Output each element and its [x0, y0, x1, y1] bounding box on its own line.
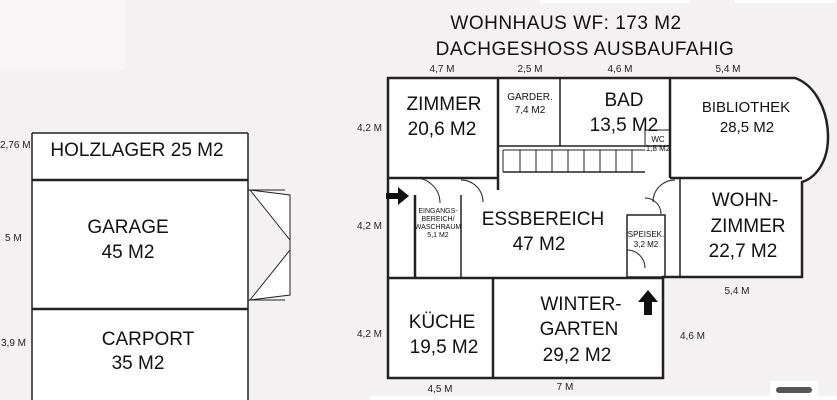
- eingang-line-2: BEREICH/: [421, 216, 454, 223]
- bottom-white-strip: [370, 396, 837, 400]
- speisek-name: SPEISEK.: [628, 230, 664, 239]
- title-line-2: DACHGESHOSS AUSBAUFAHIG: [436, 39, 735, 60]
- dim-garage: 5 M: [5, 233, 22, 244]
- bibliothek-area: 28,5 M2: [720, 119, 774, 136]
- zimmer-area: 20,6 M2: [408, 119, 477, 140]
- bad-area: 13,5 M2: [590, 115, 659, 136]
- kueche-name: KÜCHE: [409, 312, 476, 333]
- wintergarten-line-1: WINTER-: [540, 294, 621, 315]
- bad-name: BAD: [604, 90, 643, 111]
- title-line-1: WOHNHAUS WF: 173 M2: [450, 13, 681, 34]
- top-white-box-1: [540, 0, 690, 3]
- holzlager-label: HOLZLAGER 25 M2: [50, 140, 223, 161]
- carport-name: CARPORT: [102, 329, 195, 350]
- wc-name: WC: [651, 135, 665, 144]
- dim-left-eingang: 4,2 M: [357, 221, 382, 232]
- eingang-line-1: EINGANGS-: [418, 208, 458, 215]
- garder-area: 7,4 M2: [515, 105, 546, 116]
- dim-left-zimmer: 4,2 M: [357, 123, 382, 134]
- wintergarten-line-2: GARTEN: [540, 319, 619, 340]
- eingang-area: 5,1 M2: [427, 232, 449, 239]
- top-white-box-2: [735, 0, 835, 3]
- dim-top-garder: 2,5 M: [517, 64, 542, 75]
- dim-left-kueche: 4,2 M: [357, 329, 382, 340]
- entrance-arrow-icon: [386, 187, 409, 205]
- dim-top-bibliothek: 5,4 M: [715, 64, 740, 75]
- dim-right-wohnzimmer: 5,4 M: [724, 286, 749, 297]
- zimmer-name: ZIMMER: [407, 94, 482, 115]
- dim-holzlager: 2,76 M: [0, 140, 31, 151]
- wc-area: 1,8 M2: [646, 144, 671, 153]
- dim-carport: 3,9 M: [1, 338, 26, 349]
- essbereich-area: 47 M2: [513, 234, 566, 255]
- dim-bottom-wintergarten: 7 M: [557, 382, 574, 393]
- speisek-area: 3,2 M2: [634, 240, 659, 249]
- dim-bottom-kueche: 4,5 M: [427, 384, 452, 395]
- wohnzimmer-line-2: ZIMMER: [711, 216, 786, 237]
- outbuilding: [31, 132, 291, 400]
- house-outline: [386, 76, 830, 380]
- essbereich-name: ESSBEREICH: [482, 209, 604, 230]
- garage-name: GARAGE: [87, 217, 168, 238]
- wintergarten-area: 29,2 M2: [543, 345, 612, 366]
- eingang-line-3: WASCHRAUM: [415, 224, 462, 231]
- kueche-area: 19,5 M2: [410, 337, 479, 358]
- bibliothek-name: BIBLIOTHEK: [702, 99, 790, 116]
- garder-name: GARDER.: [507, 92, 553, 103]
- garage-area: 45 M2: [102, 242, 155, 263]
- dim-right-wintergarten: 4,6 M: [680, 331, 705, 342]
- wohnzimmer-line-1: WOHN-: [712, 190, 778, 211]
- wintergarten-arrow-icon: [638, 290, 658, 315]
- carport-area: 35 M2: [112, 353, 165, 374]
- dim-top-bad: 4,6 M: [607, 64, 632, 75]
- top-left-panel: [0, 0, 125, 70]
- wohnzimmer-area: 22,7 M2: [709, 241, 778, 262]
- bottom-right-logo-bar: [776, 387, 812, 393]
- dim-top-zimmer: 4,7 M: [429, 64, 454, 75]
